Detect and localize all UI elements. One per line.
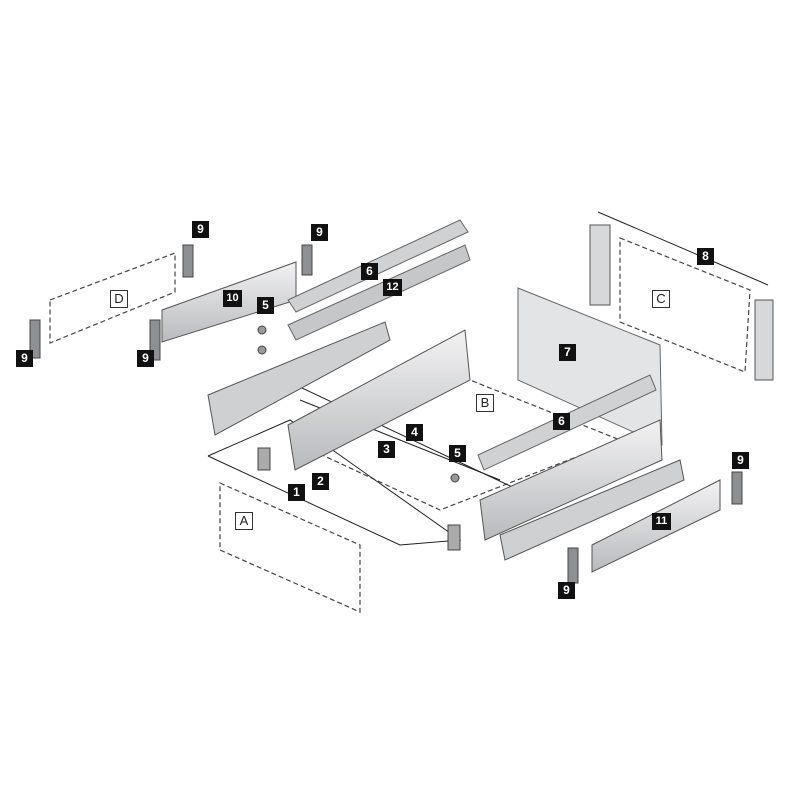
panel-d-outline xyxy=(49,252,176,344)
part-label-4: 4 xyxy=(406,424,423,441)
rail-12 xyxy=(287,244,471,341)
side-wall-left xyxy=(287,329,471,471)
back-upright-right xyxy=(754,299,774,381)
side-wall-right xyxy=(479,419,663,541)
area-label-b: B xyxy=(476,394,494,412)
part-label-12: 12 xyxy=(383,279,402,296)
part-label-8: 8 xyxy=(697,248,714,265)
runner-left xyxy=(207,321,391,436)
part-label-3: 3 xyxy=(378,441,395,458)
part-label-9: 9 xyxy=(16,350,33,367)
clip-9 xyxy=(567,547,579,584)
clip-9 xyxy=(29,319,41,359)
clip-9 xyxy=(182,244,194,278)
area-label-d: D xyxy=(110,290,128,308)
part-label-11: 11 xyxy=(652,513,671,530)
rail-6-top xyxy=(287,219,469,313)
part-label-6: 6 xyxy=(553,413,570,430)
part-label-7: 7 xyxy=(559,344,576,361)
back-panel-7 xyxy=(517,287,663,446)
part-label-6: 6 xyxy=(361,263,378,280)
area-label-c: C xyxy=(652,290,670,308)
clip-9 xyxy=(731,471,743,505)
clip-9 xyxy=(149,319,161,361)
part-label-9: 9 xyxy=(137,350,154,367)
part-label-1: 1 xyxy=(288,484,305,501)
part-label-9: 9 xyxy=(732,452,749,469)
part-label-9: 9 xyxy=(192,221,209,238)
part-label-10: 10 xyxy=(223,290,242,307)
area-label-a: A xyxy=(235,512,253,530)
part-label-9: 9 xyxy=(558,582,575,599)
part-label-5: 5 xyxy=(257,297,274,314)
part-label-2: 2 xyxy=(312,473,329,490)
runner-right xyxy=(499,459,685,561)
back-upright-left xyxy=(589,224,611,306)
panel-c-outline xyxy=(619,237,751,373)
part-label-9: 9 xyxy=(311,224,328,241)
part-label-5: 5 xyxy=(449,445,466,462)
leader-8 xyxy=(597,211,769,286)
clip-9 xyxy=(301,244,313,276)
panel-a-outline xyxy=(219,482,361,613)
